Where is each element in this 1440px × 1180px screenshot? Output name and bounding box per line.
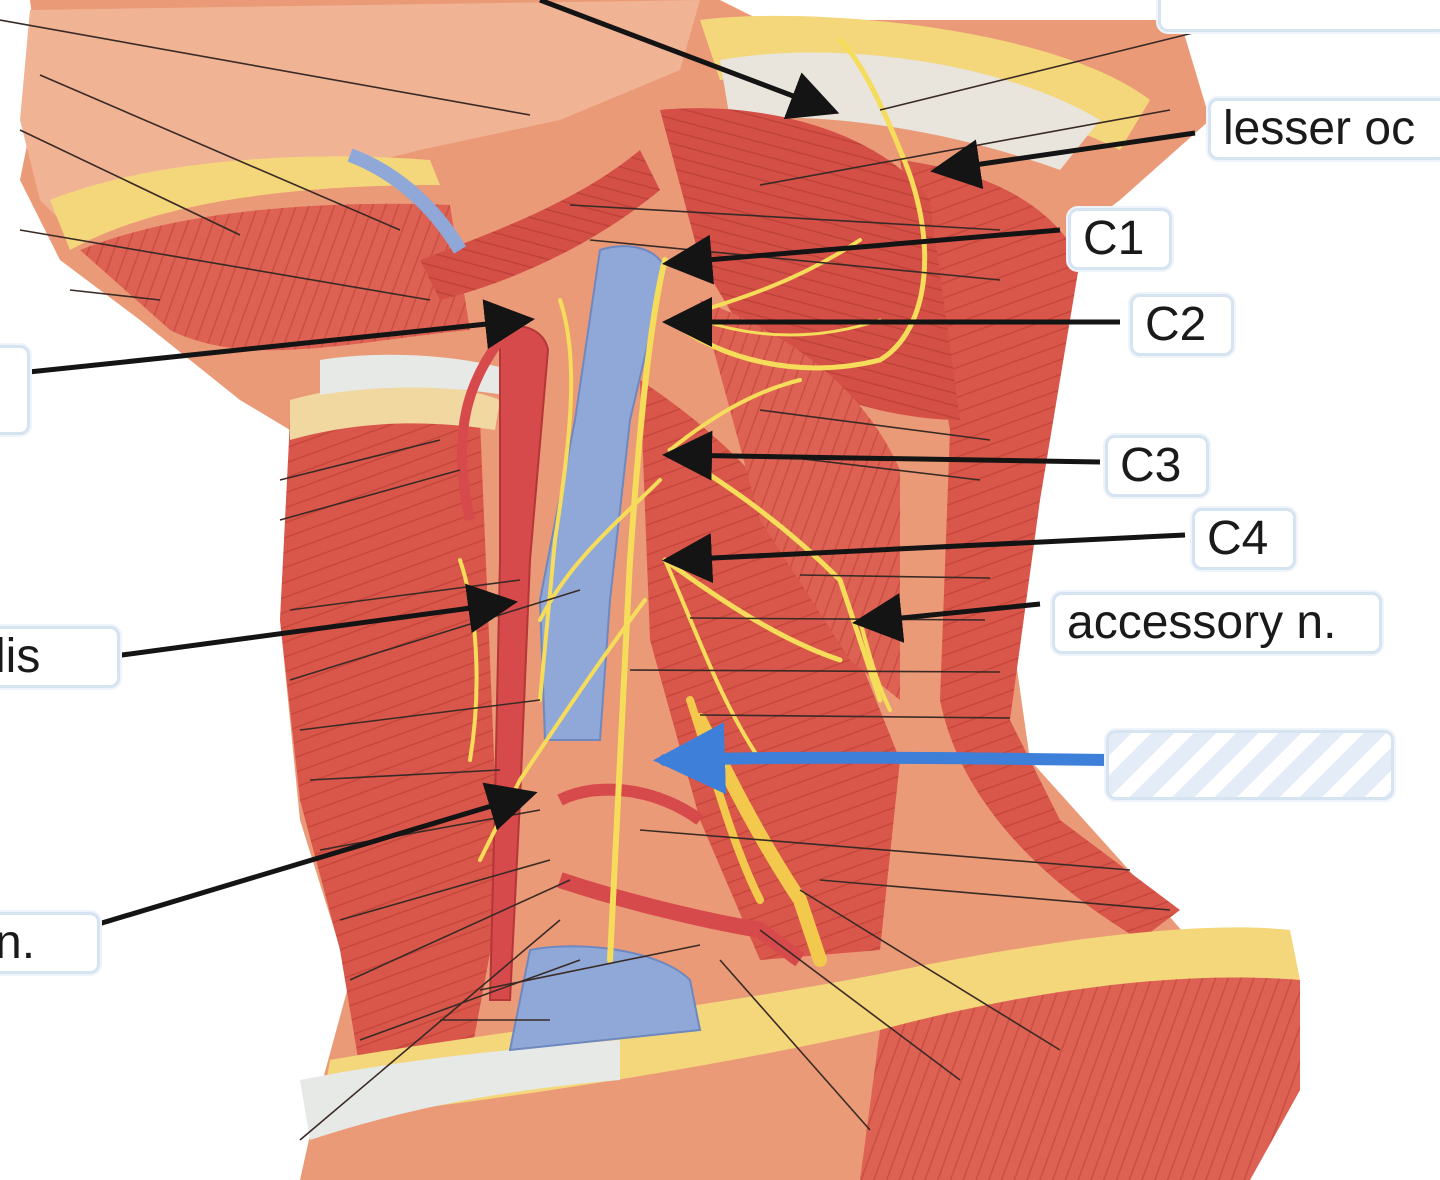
clavicle-bone [300, 1040, 620, 1140]
label-c3[interactable]: C3 [1105, 435, 1209, 497]
thyroid-cartilage [290, 385, 500, 440]
splenius-muscle [660, 108, 960, 420]
label-c1[interactable]: C1 [1068, 208, 1172, 270]
label-c4[interactable]: C4 [1192, 508, 1296, 570]
arrow-c4 [662, 532, 1186, 584]
digastric-muscle [420, 150, 660, 300]
black-arrow-icon [0, 0, 1196, 938]
arrow-c3 [662, 430, 1101, 481]
arrow-lesser-occipital [930, 130, 1196, 189]
label-top-right-partial[interactable] [1158, 0, 1440, 32]
label-left-n[interactable]: n. [0, 912, 100, 974]
external-carotid-branch [456, 337, 505, 522]
label-left-upper-partial[interactable] [0, 345, 30, 435]
arrow-left-upper [0, 299, 535, 378]
internal-jugular-vein [538, 245, 667, 741]
arrow-left-n [61, 782, 538, 938]
subclavian-artery [557, 872, 805, 967]
arrow-top [539, 0, 840, 120]
label-c2[interactable]: C2 [1130, 294, 1234, 356]
hyoid-region [320, 354, 510, 395]
blue-arrow-icon [653, 722, 1121, 795]
label-blank-answer[interactable] [1106, 730, 1394, 800]
sternocleidomastoid-muscle [900, 160, 1180, 940]
mandible-fat [50, 156, 440, 250]
arrow-c1 [662, 227, 1061, 285]
label-lesser-occipital-nerve[interactable]: lesser oc [1208, 98, 1440, 160]
subclavian-vein [508, 945, 702, 1052]
arrow-left-lis [84, 583, 518, 663]
trapezius-muscle [860, 977, 1300, 1180]
label-left-lis[interactable]: lis [0, 626, 120, 688]
thyrocervical-artery [557, 783, 704, 825]
label-accessory-nerve[interactable]: accessory n. [1052, 592, 1382, 654]
jaw-muscle [80, 203, 470, 351]
facial-vein [347, 148, 467, 254]
arrow-accessory [852, 593, 1041, 643]
strap-muscles [280, 405, 500, 1070]
